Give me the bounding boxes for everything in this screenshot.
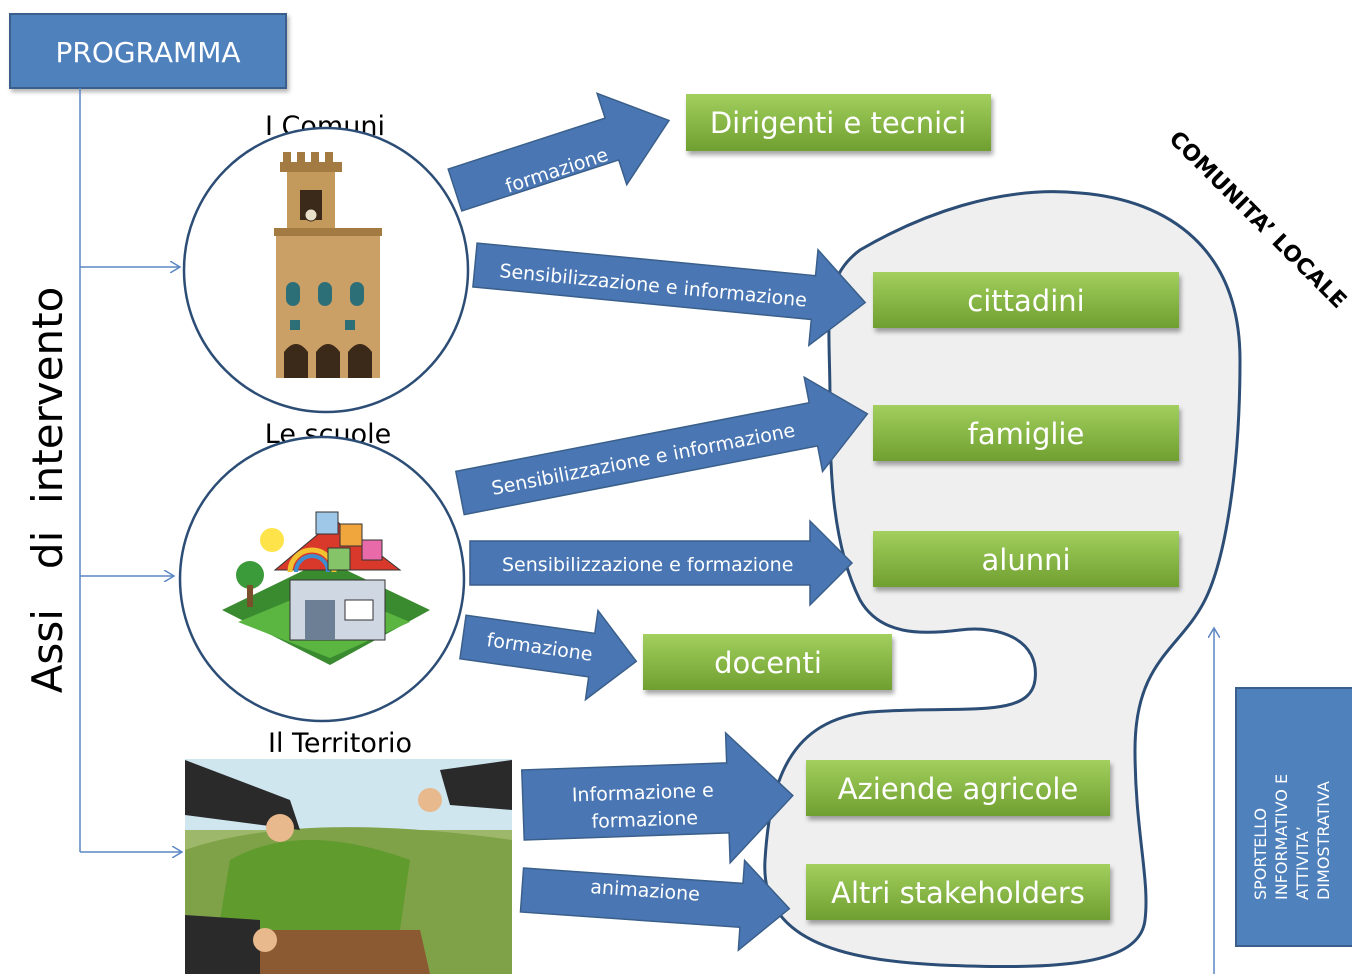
sportello-text-group: SPORTELLO INFORMATIVO E ATTIVITA’ DIMOST…	[1251, 774, 1333, 900]
arrow-territorio-informazione	[521, 731, 794, 865]
assi-intervento-title: Assi di intervento	[23, 287, 72, 694]
sportello-box	[1235, 687, 1352, 947]
programma-label: PROGRAMMA	[55, 36, 240, 69]
arrow-comuni-formazione	[447, 92, 671, 212]
target-aziende-box	[806, 760, 1110, 816]
sportello-line1: SPORTELLO	[1251, 808, 1270, 900]
arrow-label-territorio-info-line2: formazione	[591, 807, 698, 833]
target-alunni-box	[873, 531, 1179, 587]
town-hall-icon	[274, 152, 382, 378]
target-aziende-label: Aziende agricole	[838, 772, 1079, 806]
land-illustration-icon	[185, 759, 512, 974]
arrow-scuole-sensibilizzazione-informazione	[454, 375, 869, 516]
arrow-territorio-animazione	[519, 858, 791, 952]
target-docenti-label: docenti	[714, 646, 822, 680]
arrow-comuni-sensibilizzazione	[472, 242, 867, 347]
sportello-line2: INFORMATIVO E	[1272, 774, 1291, 900]
target-stakeholders-label: Altri stakeholders	[831, 876, 1085, 910]
arrow-label-scuole-sensibilizzazione-formazione: Sensibilizzazione e formazione	[502, 554, 793, 576]
arrow-label-territorio-info-line1: Informazione e	[571, 780, 714, 807]
target-alunni-label: alunni	[981, 543, 1070, 577]
target-dirigenti-box	[686, 94, 991, 151]
target-cittadini-box	[873, 272, 1179, 328]
sportello-line3: ATTIVITA’	[1293, 826, 1312, 900]
arrow-scuole-formazione	[459, 608, 638, 702]
programma-box	[9, 13, 287, 89]
school-icon	[222, 511, 430, 665]
section-title-territorio: Il Territorio	[268, 728, 412, 759]
target-famiglie-box	[873, 405, 1179, 461]
arrow-scuole-sensibilizzazione-formazione	[469, 519, 854, 607]
target-dirigenti-label: Dirigenti e tecnici	[710, 106, 966, 140]
target-stakeholders-box	[806, 864, 1110, 920]
target-docenti-box	[643, 634, 892, 690]
sportello-line4: DIMOSTRATIVA	[1314, 781, 1333, 900]
target-cittadini-label: cittadini	[967, 284, 1084, 318]
target-famiglie-label: famiglie	[968, 417, 1085, 451]
